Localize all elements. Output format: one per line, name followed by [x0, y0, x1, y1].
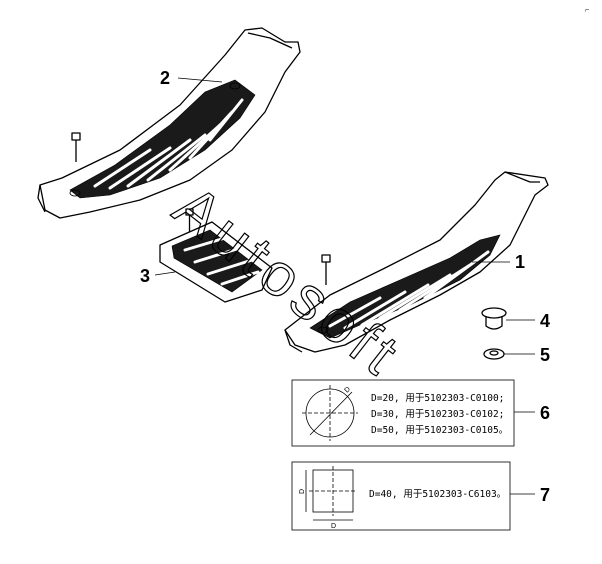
- part-1-bolt: [321, 254, 331, 285]
- part-5-washer: [483, 348, 505, 360]
- part-3-screw: [185, 208, 194, 232]
- leader-lines: [154, 77, 535, 495]
- callout-labels: 2 3 1 4 5 6 7: [140, 68, 550, 505]
- callout-5: 5: [540, 345, 550, 365]
- box6-line-2: D=30, 用于5102303-C0102;: [371, 409, 504, 420]
- box7-dim-label-vertical: D: [299, 489, 306, 494]
- callout-6: 6: [540, 403, 550, 423]
- box6-dim-label: D: [343, 386, 352, 395]
- callout-2: 2: [160, 68, 170, 88]
- callout-7: 7: [540, 485, 550, 505]
- part-2-footrest-plate: [37, 27, 301, 219]
- part-2-tread-ribs: [93, 98, 244, 190]
- corner-mark: ⌐: [585, 7, 589, 14]
- part-3-tread-ribs: [183, 236, 260, 286]
- part-2-bolt: [71, 132, 81, 162]
- box7-line: D=40, 用于5102303-C6103。: [369, 489, 506, 500]
- part-1-tread-ribs: [328, 250, 490, 330]
- callout-4: 4: [540, 311, 550, 331]
- spec-box-7: D D D=40, 用于5102303-C6103。: [291, 461, 511, 531]
- box7-dim-label-horizontal: D: [331, 523, 336, 530]
- part-1-footrest: [284, 171, 549, 353]
- box6-line-1: D=20, 用于5102303-C0100;: [371, 393, 504, 404]
- callout-1: 1: [515, 252, 525, 272]
- box6-line-3: D=50, 用于5102303-C0105。: [371, 425, 508, 436]
- spec-box-6: D D=20, 用于5102303-C0100; D=30, 用于5102303…: [291, 379, 515, 447]
- part-4-bushing: [481, 307, 507, 330]
- watermark: Autosoft: [162, 172, 415, 390]
- part-3-square-plate: [159, 208, 273, 303]
- callout-3: 3: [140, 266, 150, 286]
